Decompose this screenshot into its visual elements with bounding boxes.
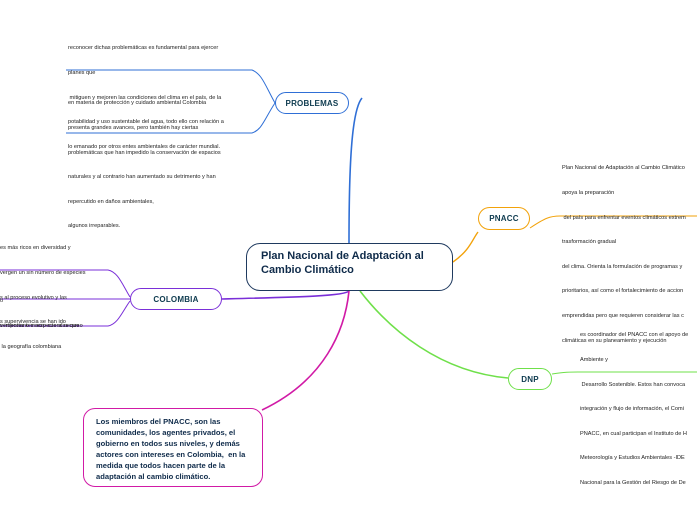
note-problemas-2[interactable]: en materia de protección y cuidado ambie… bbox=[68, 83, 258, 239]
topic-dnp-label: DNP bbox=[521, 374, 539, 384]
note-line: Nacional para la Gestión del Riesgo de D… bbox=[580, 480, 686, 487]
central-topic-line-2: Cambio Climático bbox=[261, 264, 354, 276]
central-topic-line-1: Plan Nacional de Adaptación al bbox=[261, 250, 424, 262]
note-line: en materia de protección y cuidado ambie… bbox=[68, 100, 207, 107]
topic-pnacc[interactable]: PNACC bbox=[478, 207, 530, 230]
note-line: potabilidad y uso sustentable del agua, … bbox=[68, 119, 224, 126]
note-colombia-1[interactable]: es más ricos en diversidad y vergen un s… bbox=[0, 228, 110, 359]
note-line: la geografía colombiana bbox=[0, 343, 62, 350]
note-colombia-2[interactable]: o vertientes o macro cuencas que bbox=[0, 281, 110, 338]
link-colombia-note1 bbox=[0, 269, 131, 298]
note-line: vergen un sin número de especies bbox=[0, 270, 86, 277]
note-line: lo emanado por otros entes ambientales d… bbox=[68, 143, 221, 150]
note-line: del clima. Orienta la formulación de pro… bbox=[562, 263, 683, 270]
note-line: Desarrollo Sostenible. Estos han convoca bbox=[580, 381, 686, 388]
link-central-miembros bbox=[261, 290, 350, 411]
central-topic[interactable]: Plan Nacional de Adaptación al Cambio Cl… bbox=[246, 243, 453, 291]
link-problemas-note1 bbox=[66, 69, 276, 104]
topic-colombia[interactable]: COLOMBIA bbox=[130, 288, 222, 310]
callout-line: actores con intereses en Colombia, en la bbox=[96, 450, 246, 459]
callout-line: Los miembros del PNACC, son las bbox=[96, 417, 221, 426]
note-line: algunos irreparables. bbox=[68, 223, 121, 230]
note-line: del país para enfrentar eventos climátic… bbox=[562, 214, 686, 221]
note-line: prioritarios, así como el fortalecimient… bbox=[562, 288, 684, 295]
note-colombia-3[interactable]: s importantes respecto al recurso bbox=[0, 306, 110, 339]
link-central-pnacc bbox=[452, 231, 479, 263]
callout-line: adaptación al cambio climático. bbox=[96, 472, 211, 481]
note-line: integración y flujo de información, el C… bbox=[580, 406, 684, 413]
note-line: reconocer dichas problemáticas es fundam… bbox=[68, 45, 219, 52]
note-line: apoya la preparación bbox=[562, 190, 615, 197]
note-line: Meteorología y Estudios Ambientales -IDE bbox=[580, 455, 685, 462]
link-dnp-note bbox=[551, 371, 697, 375]
callout-line: comunidades, los agentes privados, el bbox=[96, 428, 236, 437]
note-line: PNACC, en cual participan el Instituto d… bbox=[580, 430, 687, 437]
note-line: s supervivencia se han ido bbox=[0, 319, 66, 326]
link-problemas-note2 bbox=[66, 102, 276, 134]
note-line: s importantes respecto al recurso bbox=[0, 323, 83, 330]
topic-miembros-callout[interactable]: Los miembros del PNACC, son las comunida… bbox=[83, 408, 263, 487]
note-line: vertientes o macro cuencas que bbox=[0, 323, 80, 330]
note-line: naturales y al contrario han aumentado s… bbox=[68, 174, 216, 181]
link-central-colombia bbox=[221, 290, 350, 300]
link-colombia-note3 bbox=[0, 300, 131, 327]
topic-dnp[interactable]: DNP bbox=[508, 368, 552, 390]
callout-line: gobierno en todos sus niveles, y demás bbox=[96, 439, 240, 448]
note-line: emprendidas pero que requieren considera… bbox=[562, 313, 684, 320]
note-problemas-1[interactable]: reconocer dichas problemáticas es fundam… bbox=[68, 28, 258, 159]
note-line: es más ricos en diversidad y bbox=[0, 245, 71, 252]
note-pnacc[interactable]: Plan Nacional de Adaptación al Cambio Cl… bbox=[562, 148, 697, 353]
callout-line: medida que todos hacen parte de la bbox=[96, 461, 226, 470]
note-line: mitiguen y mejoren las condiciones del c… bbox=[68, 94, 222, 101]
topic-problemas-label: PROBLEMAS bbox=[285, 98, 339, 108]
topic-pnacc-label: PNACC bbox=[489, 214, 519, 223]
note-line: Plan Nacional de Adaptación al Cambio Cl… bbox=[562, 165, 685, 172]
topic-colombia-label: COLOMBIA bbox=[153, 294, 199, 304]
note-line: trasformación gradual bbox=[562, 239, 617, 246]
link-central-problemas bbox=[348, 97, 363, 244]
note-line: o bbox=[0, 298, 4, 305]
note-line: planes que bbox=[68, 70, 96, 77]
note-line: es coordinador del PNACC con el apoyo de bbox=[580, 332, 689, 339]
topic-problemas[interactable]: PROBLEMAS bbox=[275, 92, 349, 114]
link-central-dnp bbox=[359, 290, 509, 379]
note-line: repercutido en daños ambientales, bbox=[68, 198, 154, 205]
note-line: problemáticas que han impedido la conser… bbox=[68, 149, 221, 156]
note-line: Ambiente y bbox=[580, 357, 608, 364]
note-dnp[interactable]: es coordinador del PNACC con el apoyo de… bbox=[580, 315, 697, 495]
note-line: climáticas en su planeamiento y ejecució… bbox=[562, 337, 667, 344]
link-pnacc-note bbox=[529, 215, 697, 229]
note-line: s al proceso evolutivo y las bbox=[0, 294, 67, 301]
note-line: presenta grandes avances, pero también h… bbox=[68, 125, 199, 132]
